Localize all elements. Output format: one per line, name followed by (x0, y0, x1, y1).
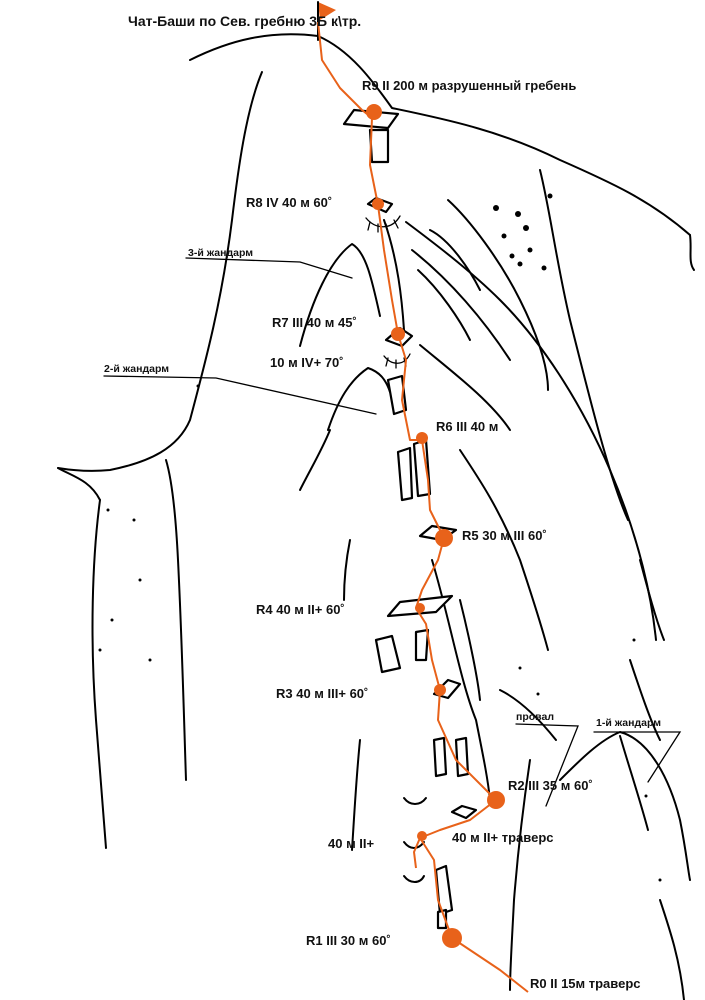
belay-stations (366, 104, 505, 948)
station-r2a-dot (417, 831, 427, 841)
leader-lines (103, 257, 682, 807)
station-r4-dot (415, 603, 425, 613)
station-r5-label: R5 30 м III 60˚ (462, 528, 547, 543)
station-r8-dot (372, 198, 384, 210)
rock-stipple (98, 193, 662, 882)
summit-flag-icon (318, 2, 336, 20)
diagram-title: Чат-Баши по Сев. гребню 3Б к\тр. (128, 13, 361, 29)
station-r2-label: R2 III 35 м 60˚ (508, 778, 593, 793)
gap-label: провал (516, 711, 554, 723)
station-r7-label: R7 III 40 м 45˚ (272, 315, 357, 330)
gendarme-3-label: 3-й жандарм (188, 247, 253, 259)
climbing-route-variant (413, 837, 421, 869)
station-r9-dot (366, 104, 382, 120)
mountain-outline (57, 1, 695, 1000)
station-r3-dot (434, 684, 446, 696)
station-r2-dot (487, 791, 505, 809)
station-r6-dot (416, 432, 428, 444)
station-r1-label: R1 III 30 м 60˚ (306, 933, 391, 948)
overhang-marks (365, 215, 427, 883)
station-r0-label: R0 II 15м траверс (530, 976, 641, 991)
station-r5-dot (435, 529, 453, 547)
station-r2a-label: 40 м II+ (328, 836, 375, 851)
gendarme-2-label: 2-й жандарм (104, 363, 169, 375)
climbing-route-line (317, 21, 529, 993)
station-r7b-label: 10 м IV+ 70˚ (270, 355, 344, 370)
ridge-blocks (342, 108, 478, 930)
gendarme-1-label: 1-й жандарм (596, 717, 661, 729)
station-r8-label: R8 IV 40 м 60˚ (246, 195, 332, 210)
station-r2b-label: 40 м II+ траверс (452, 830, 554, 845)
station-r7-dot (391, 327, 405, 341)
station-r1-dot (442, 928, 462, 948)
station-r4-label: R4 40 м II+ 60˚ (256, 602, 345, 617)
station-r6-label: R6 III 40 м (436, 419, 498, 434)
station-r9-label: R9 II 200 м разрушенный гребень (362, 78, 576, 93)
station-r3-label: R3 40 м III+ 60˚ (276, 686, 368, 701)
